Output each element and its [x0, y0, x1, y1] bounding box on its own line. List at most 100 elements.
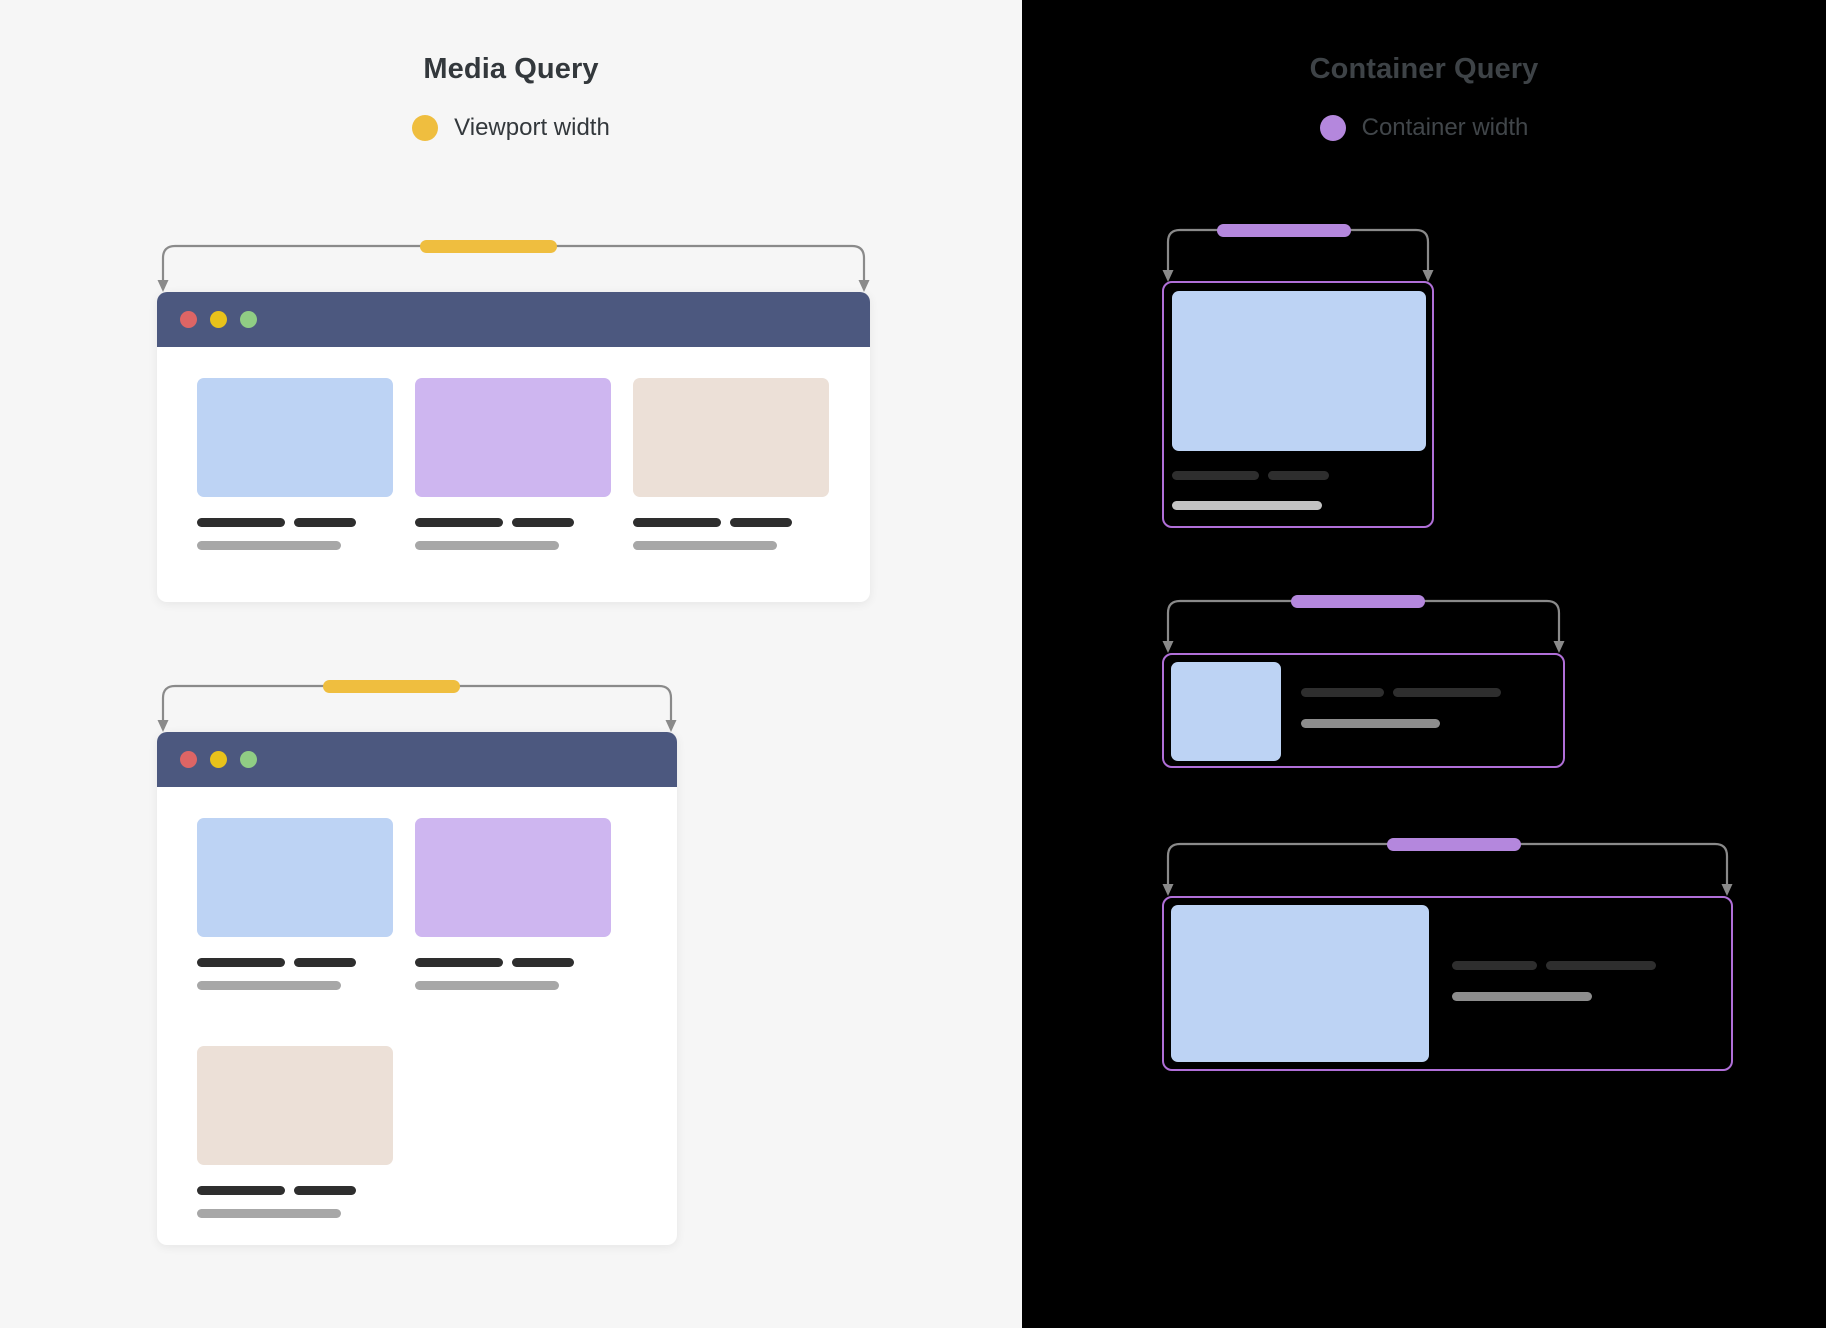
- text-bar: [294, 518, 356, 527]
- text-line-row: [1301, 688, 1501, 697]
- text-line-row: [1172, 471, 1329, 480]
- card-text-lines: [633, 518, 829, 550]
- media-card[interactable]: [197, 378, 393, 550]
- text-bar: [730, 518, 792, 527]
- maximize-dot-icon[interactable]: [240, 751, 257, 768]
- card-text-lines: [197, 518, 393, 550]
- maximize-dot-icon[interactable]: [240, 311, 257, 328]
- container-width-pill: [1291, 595, 1425, 608]
- browser-content: [157, 787, 677, 1245]
- text-line-row: [633, 541, 829, 550]
- text-bar: [1301, 719, 1440, 728]
- card-thumbnail: [1171, 662, 1281, 761]
- text-bar: [1268, 471, 1329, 480]
- text-line-row: [197, 1186, 393, 1195]
- text-line-row: [1452, 961, 1656, 970]
- text-bar: [633, 518, 721, 527]
- browser-content: [157, 347, 870, 584]
- container-query-panel: Container Query Container width: [1022, 0, 1826, 1328]
- bracket-viewport-wide: [157, 238, 870, 294]
- text-bar: [512, 518, 574, 527]
- container-width-pill: [1387, 838, 1521, 851]
- text-bar: [197, 958, 285, 967]
- media-query-panel: Media Query Viewport width: [0, 53, 1022, 1245]
- text-line-row: [415, 981, 611, 990]
- text-bar: [1172, 501, 1322, 510]
- text-bar: [633, 541, 777, 550]
- text-bar: [197, 1186, 285, 1195]
- viewport-width-pill: [323, 680, 460, 693]
- card-text-lines: [1172, 471, 1329, 510]
- text-bar: [415, 981, 559, 990]
- container-card-narrow[interactable]: [1162, 281, 1434, 528]
- viewport-width-pill: [420, 240, 557, 253]
- container-width-pill: [1217, 224, 1351, 237]
- text-line-row: [1301, 719, 1501, 728]
- text-line-row: [1172, 501, 1329, 510]
- browser-window-wide[interactable]: [157, 292, 870, 602]
- card-grid-two-column: [197, 818, 637, 1218]
- text-bar: [1301, 688, 1384, 697]
- bracket-container-narrow: [1162, 220, 1434, 288]
- text-bar: [197, 518, 285, 527]
- media-card[interactable]: [197, 818, 393, 990]
- card-thumbnail: [197, 818, 393, 937]
- legend-viewport: Viewport width: [0, 114, 1022, 142]
- card-text-lines: [197, 1186, 393, 1218]
- bracket-container-medium: [1162, 591, 1565, 659]
- text-bar: [294, 958, 356, 967]
- text-line-row: [197, 518, 393, 527]
- text-bar: [1172, 471, 1259, 480]
- text-line-row: [197, 981, 393, 990]
- text-line-row: [197, 1209, 393, 1218]
- card-thumbnail: [1172, 291, 1426, 451]
- container-card-inner: [1164, 898, 1731, 1069]
- container-card-inner: [1164, 283, 1432, 526]
- text-bar: [197, 981, 341, 990]
- media-card[interactable]: [415, 378, 611, 550]
- text-line-row: [1452, 992, 1656, 1001]
- legend-container: Container width: [1022, 114, 1826, 142]
- text-bar: [197, 1209, 341, 1218]
- card-text-lines: [1301, 688, 1501, 728]
- container-card-inner: [1164, 655, 1563, 766]
- card-thumbnail: [633, 378, 829, 497]
- text-line-row: [415, 518, 611, 527]
- text-bar: [512, 958, 574, 967]
- close-dot-icon[interactable]: [180, 751, 197, 768]
- card-thumbnail: [415, 378, 611, 497]
- text-line-row: [197, 958, 393, 967]
- container-card-medium[interactable]: [1162, 653, 1565, 768]
- text-bar: [1393, 688, 1501, 697]
- text-bar: [1452, 992, 1592, 1001]
- card-thumbnail: [1171, 905, 1429, 1062]
- card-text-lines: [415, 958, 611, 990]
- minimize-dot-icon[interactable]: [210, 751, 227, 768]
- browser-window-narrow[interactable]: [157, 732, 677, 1245]
- close-dot-icon[interactable]: [180, 311, 197, 328]
- legend-label-container: Container width: [1361, 114, 1529, 141]
- media-card[interactable]: [633, 378, 829, 550]
- text-line-row: [633, 518, 829, 527]
- minimize-dot-icon[interactable]: [210, 311, 227, 328]
- viewport-dot-icon: [412, 115, 439, 141]
- bracket-container-wide: [1162, 834, 1733, 902]
- bracket-viewport-narrow: [157, 678, 677, 734]
- text-bar: [294, 1186, 356, 1195]
- card-text-lines: [197, 958, 393, 990]
- text-line-row: [197, 541, 393, 550]
- media-card[interactable]: [415, 818, 611, 990]
- text-bar: [415, 541, 559, 550]
- text-line-row: [415, 958, 611, 967]
- text-bar: [1452, 961, 1537, 970]
- browser-titlebar[interactable]: [157, 292, 870, 347]
- page-title-container-query: Container Query: [1309, 53, 1539, 85]
- container-dot-icon: [1319, 115, 1346, 141]
- card-thumbnail: [197, 378, 393, 497]
- container-card-wide[interactable]: [1162, 896, 1733, 1071]
- text-bar: [415, 518, 503, 527]
- browser-titlebar[interactable]: [157, 732, 677, 787]
- media-card[interactable]: [197, 1046, 393, 1218]
- card-text-lines: [415, 518, 611, 550]
